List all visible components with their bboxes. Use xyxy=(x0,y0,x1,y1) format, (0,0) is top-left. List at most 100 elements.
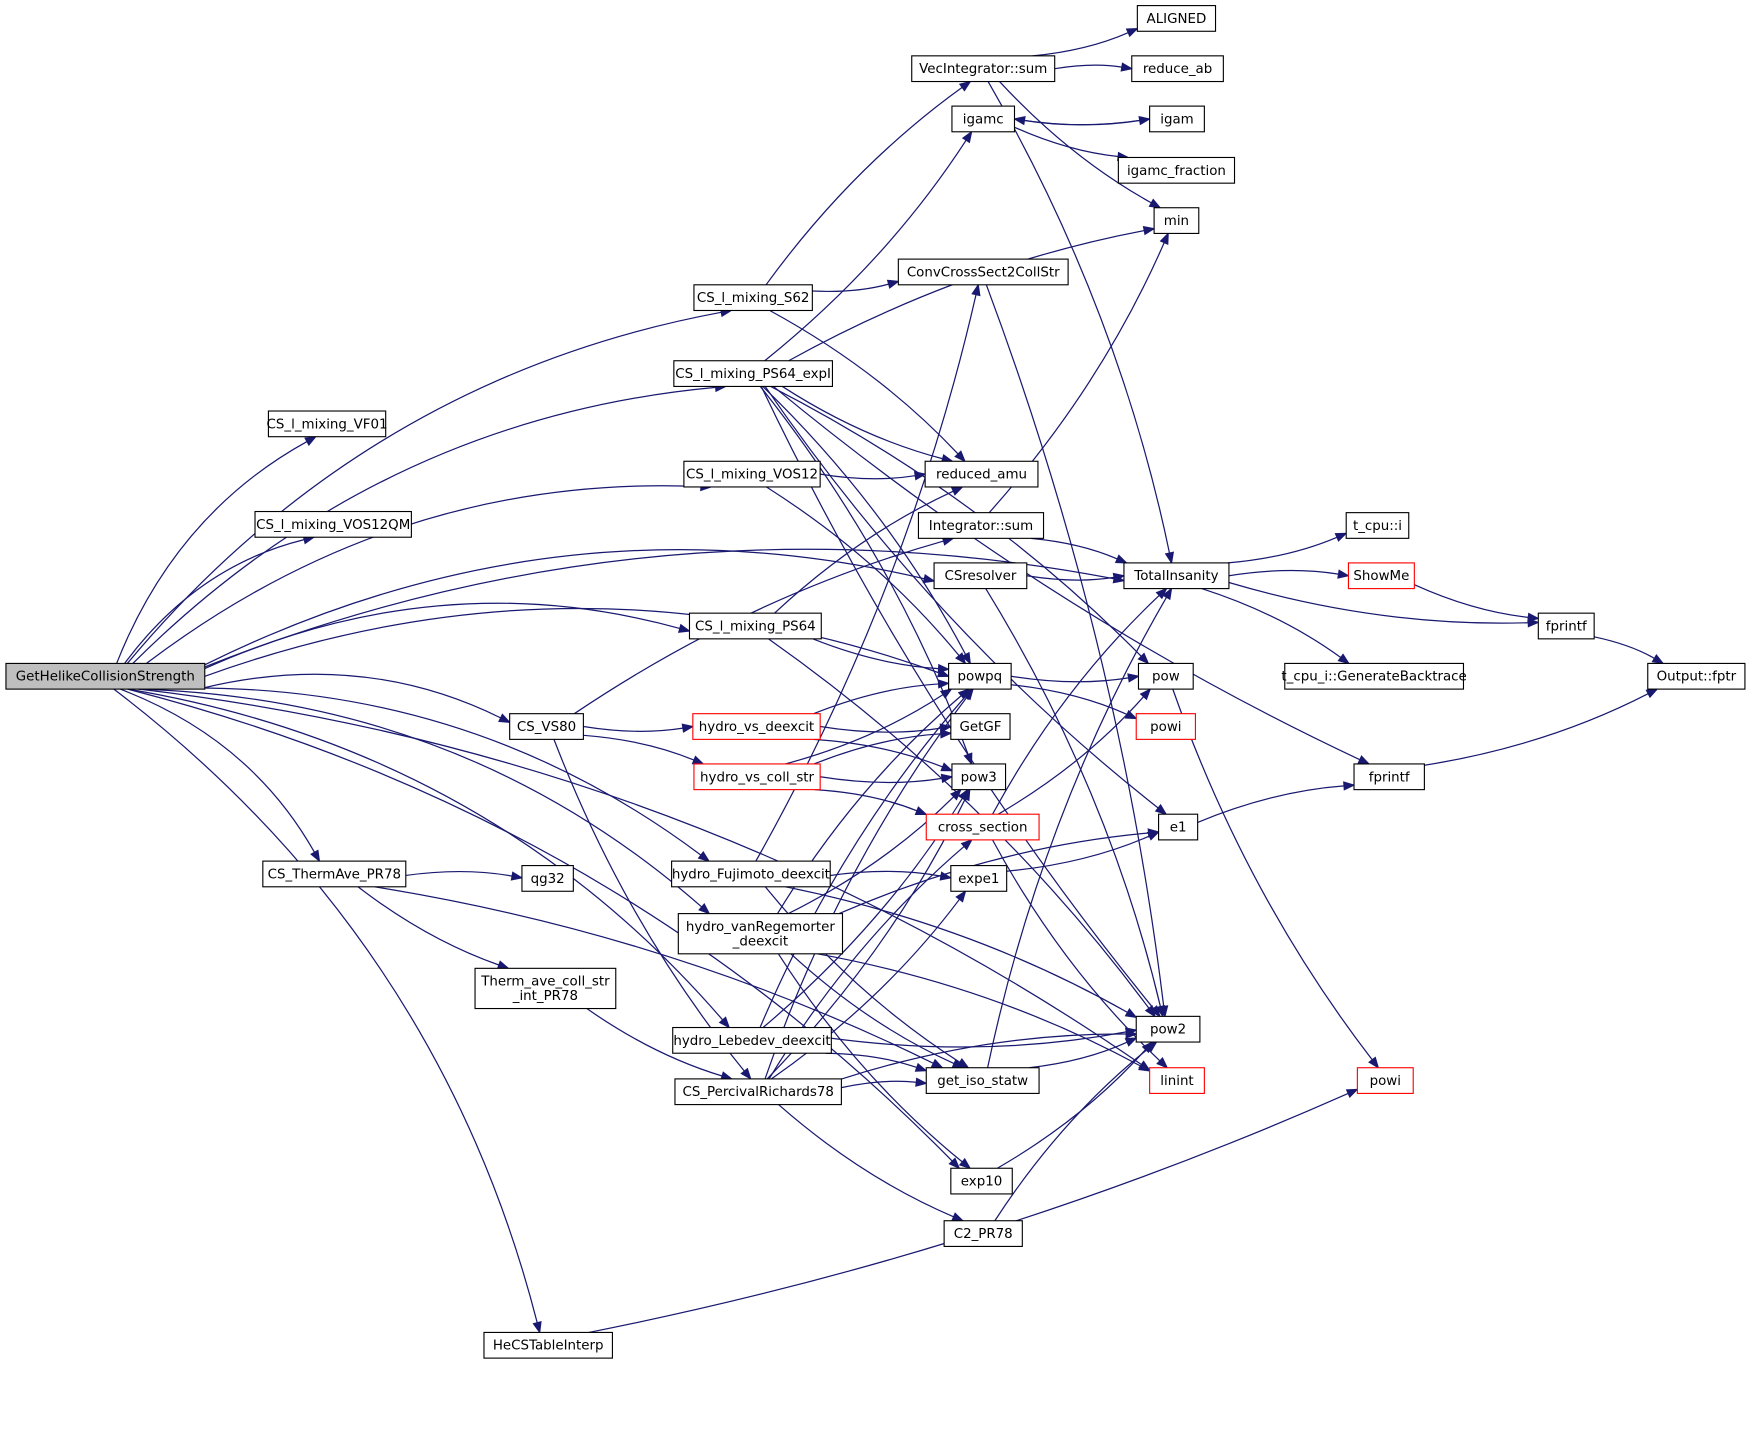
node-hvscoll[interactable]: hydro_vs_coll_str xyxy=(693,763,821,791)
edge-line xyxy=(588,1092,1349,1334)
node-e1[interactable]: e1 xyxy=(1158,813,1199,841)
edge-line xyxy=(774,490,954,614)
node-csresolver[interactable]: CSresolver xyxy=(933,562,1028,590)
node-box xyxy=(951,105,1016,133)
node-pr78[interactable]: CS_PercivalRichards78 xyxy=(674,1078,842,1106)
arrowhead-icon xyxy=(963,752,973,766)
node-linint[interactable]: linint xyxy=(1149,1067,1205,1094)
node-label: powpq xyxy=(958,670,1003,685)
arrowhead-icon xyxy=(1147,828,1161,838)
edge-line xyxy=(841,1033,1127,1080)
edge-conv-to-pow2 xyxy=(985,284,1169,1018)
node-intsum[interactable]: Integrator::sum xyxy=(917,512,1045,539)
node-tcpui[interactable]: t_cpu::i xyxy=(1345,512,1410,539)
node-label: CS_ThermAve_PR78 xyxy=(268,867,401,882)
node-box xyxy=(1353,763,1425,791)
node-vos12qm[interactable]: CS_l_mixing_VOS12QM xyxy=(254,510,412,538)
node-thermint[interactable]: Therm_ave_coll_str_int_PR78 xyxy=(474,967,617,1010)
node-igam[interactable]: igam xyxy=(1149,105,1205,133)
node-backtrace[interactable]: t_cpu_i::GenerateBacktrace xyxy=(1281,662,1467,690)
node-label: GetHelikeCollisionStrength xyxy=(16,670,195,685)
edge-intsum-to-total xyxy=(1030,537,1128,564)
edge-fujimoto-to-pow2 xyxy=(785,886,1138,1019)
edge-line xyxy=(1006,835,1150,872)
node-pow3[interactable]: pow3 xyxy=(951,763,1007,791)
node-hvsdeex[interactable]: hydro_vs_deexcit xyxy=(692,713,821,740)
edge-s62-to-vecsum xyxy=(765,80,972,286)
edge-line xyxy=(573,540,944,715)
arrowhead-icon xyxy=(937,663,951,674)
edge-ps64expl-to-reduced_amu xyxy=(781,385,954,464)
node-vecsum[interactable]: VecIntegrator::sum xyxy=(911,55,1056,83)
node-hecs[interactable]: HeCSTableInterp xyxy=(483,1331,613,1359)
node-ps64expl[interactable]: CS_l_mixing_PS64_expI xyxy=(673,360,834,387)
node-label: igam xyxy=(1160,112,1193,127)
node-fptr[interactable]: Output::fptr xyxy=(1647,662,1746,690)
node-powi2[interactable]: powi xyxy=(1356,1067,1414,1094)
arrowhead-icon xyxy=(1527,612,1540,622)
edge-line xyxy=(1201,588,1342,659)
node-ps64[interactable]: CS_l_mixing_PS64 xyxy=(688,612,822,640)
node-powpq[interactable]: powpq xyxy=(948,662,1012,690)
node-qg32[interactable]: qg32 xyxy=(521,865,574,892)
node-fujimoto[interactable]: hydro_Fujimoto_deexcit xyxy=(671,860,831,888)
arrowhead-icon xyxy=(1357,755,1371,765)
node-ALIGNED[interactable]: ALIGNED xyxy=(1136,5,1217,32)
arrowhead-icon xyxy=(677,623,691,633)
edge-line xyxy=(1026,575,1115,581)
edge-line xyxy=(785,886,1128,1013)
arrowhead-icon xyxy=(310,849,321,863)
node-box xyxy=(1153,207,1200,234)
node-getiso[interactable]: get_iso_statw xyxy=(925,1067,1040,1094)
node-root[interactable]: GetHelikeCollisionStrength xyxy=(5,662,206,690)
node-powi1[interactable]: powi xyxy=(1135,713,1196,740)
edge-vos12-to-powpq xyxy=(766,486,967,665)
node-crosssec[interactable]: cross_section xyxy=(925,813,1040,841)
node-csvs80[interactable]: CS_VS80 xyxy=(509,713,584,740)
node-label: min xyxy=(1164,214,1189,229)
arrowhead-icon xyxy=(740,1067,752,1081)
arrowhead-icon xyxy=(1137,652,1150,665)
edge-ps64expl-to-pow xyxy=(770,385,1150,665)
node-s62[interactable]: CS_l_mixing_S62 xyxy=(693,284,813,312)
node-box xyxy=(897,258,1069,286)
node-igamc[interactable]: igamc xyxy=(951,105,1016,133)
arrowhead-icon xyxy=(1337,569,1350,579)
node-vos12[interactable]: CS_l_mixing_VOS12 xyxy=(683,460,821,488)
node-getgf[interactable]: GetGF xyxy=(950,713,1011,740)
node-reduce_ab[interactable]: reduce_ab xyxy=(1131,55,1224,83)
node-conv[interactable]: ConvCrossSect2CollStr xyxy=(897,258,1069,286)
node-igamc_fraction[interactable]: igamc_fraction xyxy=(1117,156,1236,184)
node-label: HeCSTableInterp xyxy=(493,1339,604,1354)
node-showme[interactable]: ShowMe xyxy=(1347,562,1415,590)
arrowhead-icon xyxy=(1124,1037,1138,1047)
edge-line xyxy=(1227,536,1338,564)
edge-line xyxy=(838,832,1149,915)
edge-root-to-fujimoto xyxy=(147,687,711,863)
node-reduced_amu[interactable]: reduced_amu xyxy=(924,460,1039,488)
node-fprintf2[interactable]: fprintf xyxy=(1353,763,1425,791)
node-label: Integrator::sum xyxy=(929,519,1033,534)
node-exp10[interactable]: exp10 xyxy=(950,1167,1013,1195)
edge-line xyxy=(374,886,934,1064)
node-fprintf1[interactable]: fprintf xyxy=(1537,612,1595,640)
edge-ps64expl-to-powpq xyxy=(762,385,971,665)
node-expe1[interactable]: expe1 xyxy=(950,865,1008,892)
node-label: hydro_vs_coll_str xyxy=(700,770,815,785)
arrowhead-icon xyxy=(1343,781,1356,791)
node-vf01[interactable]: CS_l_mixing_VF01 xyxy=(267,410,388,438)
edge-root-to-vf01 xyxy=(116,435,318,664)
node-label: ConvCrossSect2CollStr xyxy=(907,265,1060,280)
node-label: hydro_Lebedev_deexcit xyxy=(673,1034,830,1049)
node-c2pr78[interactable]: C2_PR78 xyxy=(943,1220,1023,1247)
node-min[interactable]: min xyxy=(1153,207,1200,234)
edge-thermave-to-getiso xyxy=(374,886,944,1069)
node-pow[interactable]: pow xyxy=(1137,662,1194,690)
node-total[interactable]: TotalInsanity xyxy=(1123,562,1230,590)
node-thermave[interactable]: CS_ThermAve_PR78 xyxy=(262,860,407,888)
node-lebedev[interactable]: hydro_Lebedev_deexcit xyxy=(672,1026,832,1054)
arrowhead-icon xyxy=(951,1212,965,1222)
node-vanreg[interactable]: hydro_vanRegemorter_deexcit xyxy=(677,913,844,955)
edge-line xyxy=(138,688,703,908)
node-pow2[interactable]: pow2 xyxy=(1135,1015,1201,1043)
